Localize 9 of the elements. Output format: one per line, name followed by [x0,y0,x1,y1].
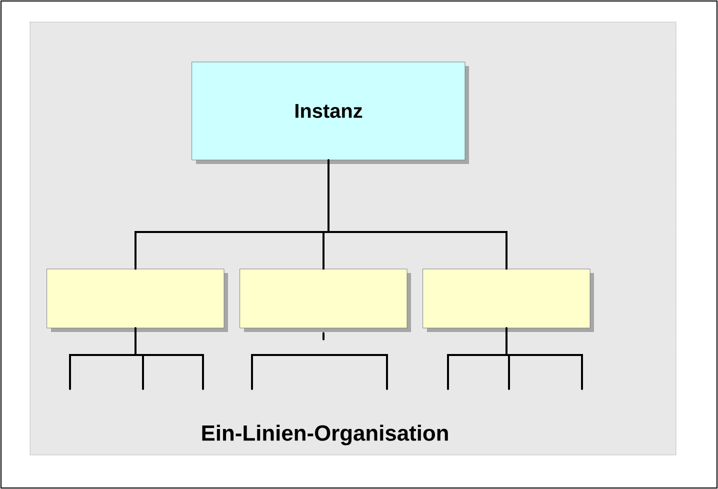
empty-box [46,268,228,332]
branch-line [322,332,388,390]
position-box: Instanz [192,62,469,164]
connector-line [328,159,508,270]
branch-line [506,327,583,390]
empty-box [240,268,411,332]
branch-line [134,327,204,390]
empty-box [422,268,594,332]
caption: Ein-Linien-Organisation [202,424,448,446]
